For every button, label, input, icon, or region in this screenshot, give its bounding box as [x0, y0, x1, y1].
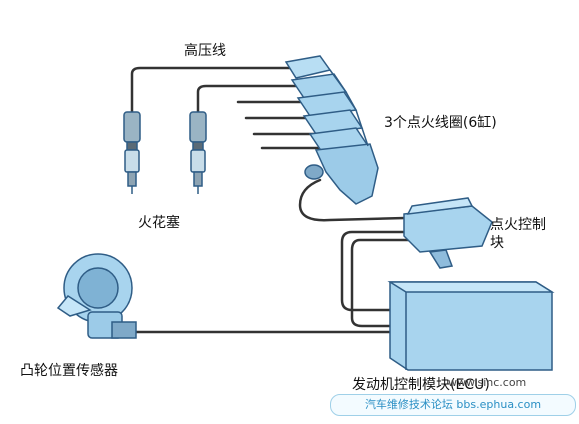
watermark-site: www.sinc.com — [448, 376, 527, 389]
label-coils: 3个点火线圈(6缸) — [384, 115, 497, 131]
ecu-box — [387, 281, 555, 371]
hv-wire-left — [130, 66, 294, 114]
ignition-coils — [284, 55, 379, 205]
ignition-control-module — [403, 197, 493, 269]
spark-plug-right — [189, 111, 207, 194]
spark-plug-left — [123, 111, 141, 194]
label-cam-sensor: 凸轮位置传感器 — [20, 363, 118, 379]
label-ignition-module-line1: 点火控制 — [490, 217, 546, 233]
watermark-forum: 汽车维修技术论坛 bbs.ephua.com — [330, 394, 576, 416]
module-to-ecu-wire-1 — [340, 230, 412, 312]
label-ignition-module-line2: 块 — [490, 235, 504, 251]
label-hv-wire: 高压线 — [184, 43, 226, 59]
module-to-ecu-wire-2 — [350, 238, 418, 328]
cam-position-sensor — [56, 253, 137, 339]
label-ecu: 发动机控制模块(ECU) — [352, 377, 490, 393]
wires — [130, 66, 418, 334]
coil-to-module-wire — [298, 178, 407, 222]
hv-wire-right — [196, 84, 302, 114]
label-spark-plug: 火花塞 — [138, 215, 180, 231]
